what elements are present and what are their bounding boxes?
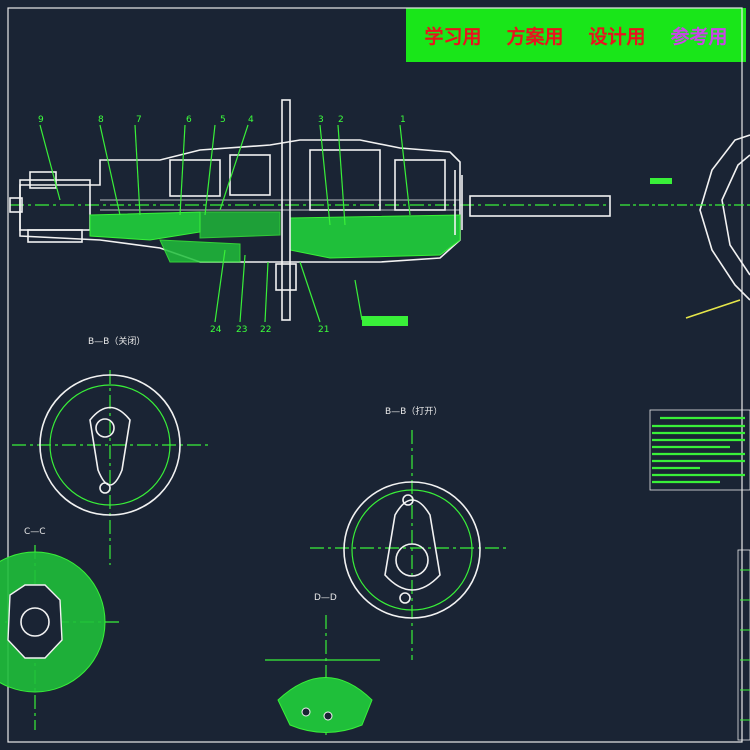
banner-item-reference: 参考用 [670, 25, 728, 48]
part-label-8: 8 [98, 115, 104, 125]
bottom-leader-lines [214, 249, 321, 323]
bb1-cam [89, 406, 131, 486]
part-label-7: 7 [136, 115, 142, 125]
part-labels-bottom: 24 23 22 21 [210, 325, 329, 335]
bb1-outer-ring [39, 374, 181, 516]
part-label-21: 21 [318, 325, 329, 335]
handle-slot [27, 229, 83, 243]
trigger-base [275, 263, 297, 291]
output-shaft [469, 195, 611, 217]
banner-item-scheme: 方案用 [506, 25, 564, 48]
bb2-outer-ring [343, 481, 481, 619]
title-block-ticks [740, 569, 750, 721]
notes-table-frame [649, 409, 750, 491]
sheet-border [7, 7, 743, 743]
right-partial-view [620, 134, 750, 319]
part-label-6: 6 [186, 115, 192, 125]
chuck-ring [29, 171, 57, 189]
banner-item-design: 设计用 [588, 25, 646, 48]
part-label-2: 2 [338, 115, 344, 125]
bb1-inner-ring [49, 384, 171, 506]
hatch-section-mid [199, 211, 281, 239]
main-assembly-view: 9 8 7 6 5 4 3 2 1 24 23 22 21 [9, 99, 611, 335]
notes-table-rows [652, 416, 745, 484]
section-c-c: C—C [0, 527, 120, 730]
section-label-d-d: D—D [314, 593, 337, 603]
part-label-5: 5 [220, 115, 226, 125]
hatch-section-left [89, 211, 201, 241]
title-block-strip [737, 549, 750, 741]
gear-housing [229, 154, 271, 196]
dd-hole-left [301, 707, 311, 717]
part-label-9: 9 [38, 115, 44, 125]
callout-box [362, 316, 408, 326]
bb2-pin-bottom [399, 592, 411, 604]
part-label-1: 1 [400, 115, 406, 125]
bb2-hub [395, 543, 429, 577]
section-label-c-c: C—C [24, 527, 46, 537]
cc-spline-bore [7, 584, 63, 659]
yellow-dimension-line [685, 299, 741, 319]
hatch-section-lower [159, 239, 241, 263]
part-label-3: 3 [318, 115, 324, 125]
top-leader-lines [39, 124, 411, 226]
chuck-nose [9, 197, 23, 213]
partial-outline-outer [699, 134, 750, 301]
section-b-b-open: B—B（打开） [310, 405, 510, 660]
callout-leader [354, 279, 363, 321]
bb2-pin-top [402, 494, 414, 506]
part-label-23: 23 [236, 325, 247, 335]
section-label-b-b-open: B—B（打开） [385, 405, 442, 417]
notes-table [649, 409, 750, 741]
part-label-4: 4 [248, 115, 254, 125]
bb2-cam [384, 499, 441, 591]
hatch-section-right [289, 214, 461, 259]
section-label-b-b-closed: B—B（关闭） [88, 335, 145, 347]
trigger-lever [281, 99, 291, 321]
part-label-22: 22 [260, 325, 271, 335]
part-label-24: 24 [210, 325, 222, 335]
partial-label-mark [650, 178, 672, 184]
motor-block [309, 149, 381, 211]
banner-item-study: 学习用 [424, 25, 482, 48]
bb1-pin-bottom [99, 482, 111, 494]
section-b-b-closed: B—B（关闭） [12, 335, 210, 565]
bearing-block [394, 159, 446, 211]
bb2-inner-ring [351, 489, 473, 611]
section-d-d: D—D [265, 593, 380, 735]
usage-banner: 学习用 方案用 设计用 参考用 [406, 8, 746, 62]
dd-hole-right [323, 711, 333, 721]
partial-outline-red [721, 154, 750, 276]
rotor-block [169, 159, 221, 197]
dd-hatched-segment [277, 677, 373, 733]
part-labels-top: 9 8 7 6 5 4 3 2 1 [38, 115, 406, 125]
cc-center-hole [20, 607, 50, 637]
bb1-pin-top [95, 418, 115, 438]
